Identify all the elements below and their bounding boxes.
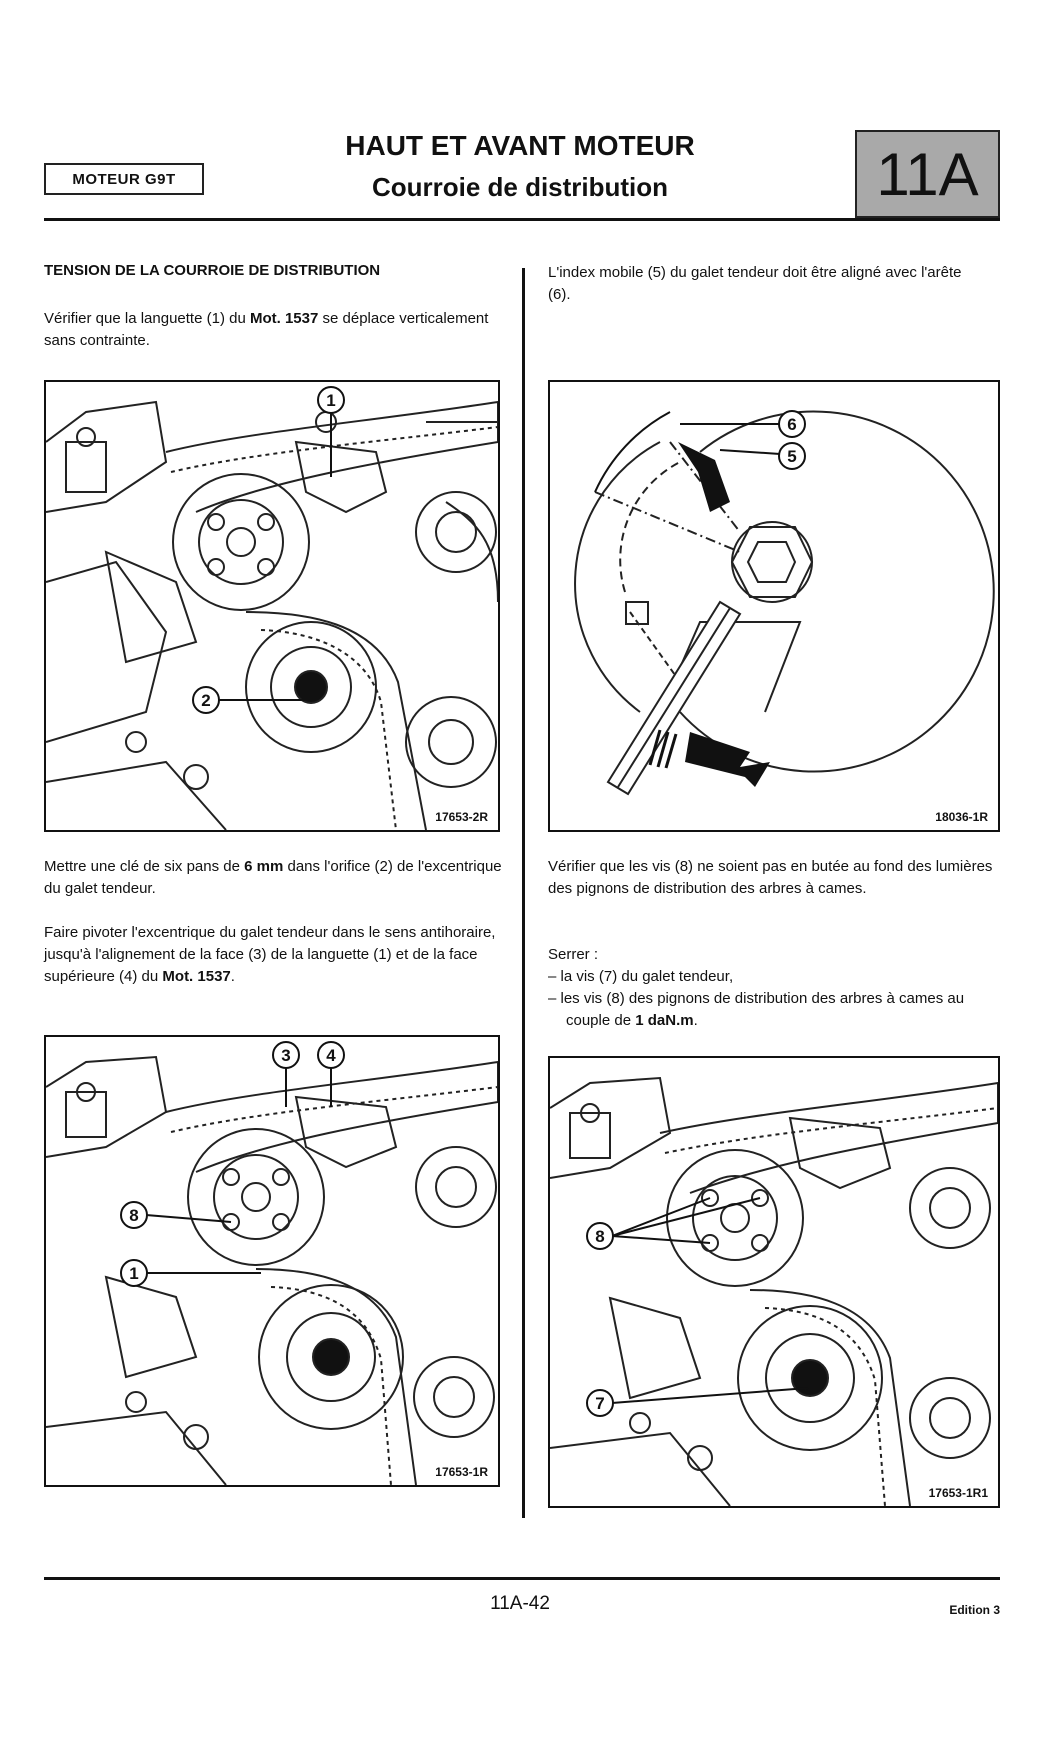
callout-2: 2 bbox=[201, 691, 210, 710]
edition-label: Edition 3 bbox=[949, 1603, 1000, 1617]
paragraph-check-tongue: Vérifier que la languette (1) du Mot. 15… bbox=[44, 310, 489, 349]
paragraph-tighten: Serrer : – la vis (7) du galet tendeur, … bbox=[548, 946, 965, 1029]
figure-alignment-faces: 3 4 8 1 17653-1R bbox=[44, 1035, 500, 1487]
figure-reference: 18036-1R bbox=[933, 810, 990, 824]
engine-illustration: 8 7 bbox=[550, 1076, 998, 1506]
column-divider bbox=[522, 268, 525, 1518]
callout-1: 1 bbox=[129, 1264, 138, 1283]
section-code-badge: 11A bbox=[855, 130, 1000, 218]
section-heading: TENSION DE LA COURROIE DE DISTRIBUTION bbox=[44, 262, 381, 279]
figure-tensioner-tool: 1 2 17653-2R bbox=[44, 380, 500, 832]
page-subtitle: Courroie de distribution bbox=[371, 172, 669, 202]
footer-divider bbox=[44, 1577, 1000, 1580]
engine-illustration: 3 4 8 1 bbox=[46, 1041, 498, 1485]
figure-tightening: 8 7 17653-1R1 bbox=[548, 1056, 1000, 1508]
figure-index-alignment: 6 5 18036-1R bbox=[548, 380, 1000, 832]
callout-7: 7 bbox=[595, 1394, 604, 1413]
header-divider bbox=[44, 218, 1000, 221]
callout-3: 3 bbox=[281, 1046, 290, 1065]
paragraph-index-alignment: L'index mobile (5) du galet tendeur doit… bbox=[548, 264, 962, 303]
paragraph-hex-key: Mettre une clé de six pans de 6 mm dans … bbox=[44, 858, 502, 897]
paragraph-check-screws: Vérifier que les vis (8) ne soient pas e… bbox=[548, 858, 993, 897]
figure-reference: 17653-1R1 bbox=[926, 1486, 990, 1500]
callout-8: 8 bbox=[595, 1227, 604, 1246]
engine-illustration: 1 2 bbox=[46, 386, 498, 830]
callout-6: 6 bbox=[787, 415, 796, 434]
callout-1: 1 bbox=[326, 391, 335, 410]
callout-5: 5 bbox=[787, 447, 796, 466]
figure-reference: 17653-2R bbox=[433, 810, 490, 824]
paragraph-rotate-eccentric: Faire pivoter l'excentrique du galet ten… bbox=[44, 924, 496, 985]
engine-tag: MOTEUR G9T bbox=[44, 163, 204, 195]
page-number: 11A-42 bbox=[490, 1593, 550, 1614]
callout-8: 8 bbox=[129, 1206, 138, 1225]
callout-4: 4 bbox=[326, 1046, 336, 1065]
figure-reference: 17653-1R bbox=[433, 1465, 490, 1479]
page-title: HAUT ET AVANT MOTEUR bbox=[345, 130, 695, 161]
tensioner-illustration: 6 5 bbox=[574, 410, 995, 796]
